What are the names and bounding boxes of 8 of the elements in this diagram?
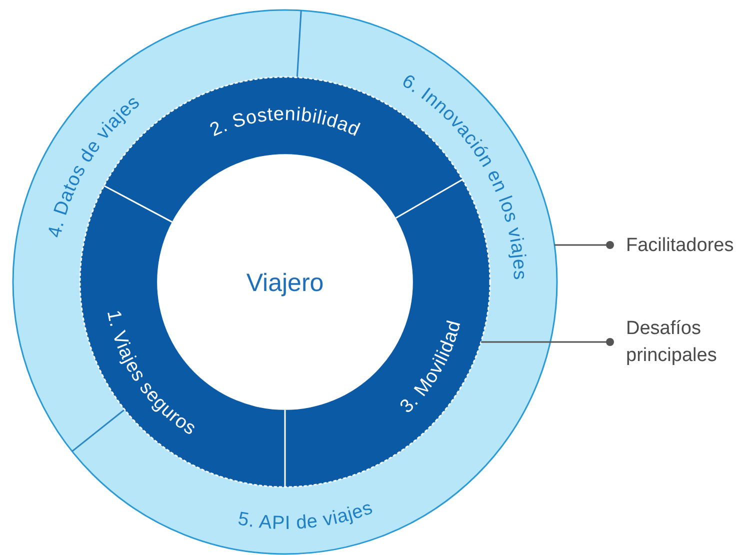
outer-ring — [12, 9, 558, 555]
leader-line — [481, 338, 614, 346]
center-label: Viajero — [246, 269, 324, 297]
callout-label: Facilitadores — [626, 232, 753, 258]
leader-line — [554, 241, 614, 249]
segment-label: 5. API de viajes — [236, 497, 376, 534]
callout-label: Desafíos principales — [626, 315, 753, 369]
segment-label: 2. Sostenibilidad — [206, 104, 364, 142]
